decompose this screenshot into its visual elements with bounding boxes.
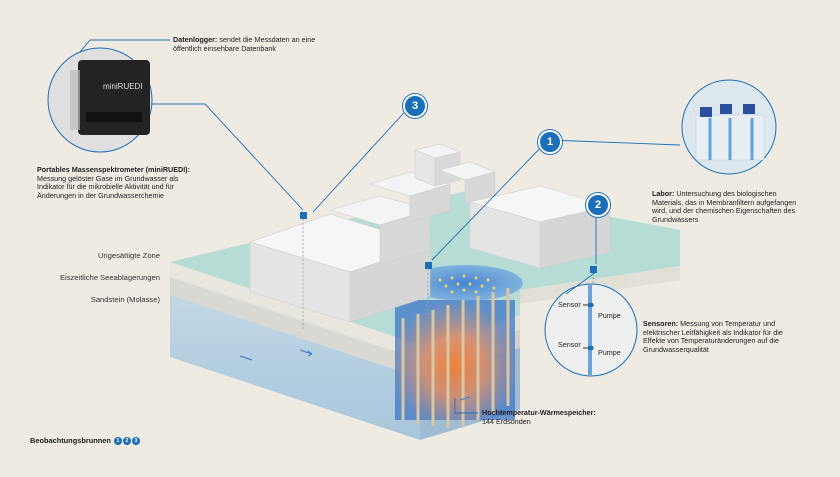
probe-tops <box>438 274 496 294</box>
badge-2: 2 <box>586 193 610 217</box>
buildings <box>249 143 611 323</box>
sensor-circle <box>544 283 638 377</box>
callout-sensoren-text: Messung von Temperatur und elektrischer … <box>643 319 783 354</box>
layer-unsaturated <box>170 262 420 360</box>
callout-labor: Labor: Untersuchung des biologischen Mat… <box>652 189 802 224</box>
callout-waermespeicher-text: 144 Erdsonden <box>482 416 531 426</box>
layer-label-unsaturated: Ungesättigte Zone <box>97 251 160 260</box>
callout-labor-text: Untersuchung des biologischen Materials,… <box>652 189 797 224</box>
callout-labor-title: Labor: <box>652 189 675 198</box>
callout-waermespeicher: Hochtemperatur-Wärmespeicher: 144 Erdson… <box>482 408 642 426</box>
callout-massenspektrometer: Portables Massenspektrometer (miniRUEDI)… <box>37 165 197 200</box>
callout-datenlogger: Datenlogger: sendet die Messdaten an ein… <box>173 35 338 53</box>
legend-label: Beobachtungsbrunnen <box>30 436 111 445</box>
callout-massenspektrometer-title: Portables Massenspektrometer (miniRUEDI)… <box>37 165 190 174</box>
well-2-cube <box>590 266 597 273</box>
pump-label-2: Pumpe <box>598 348 621 357</box>
callout-datenlogger-text: sendet die Messdaten an eine öffentlich … <box>173 35 316 53</box>
layer-label-sandstone: Sandstein (Molasse) <box>90 295 160 304</box>
pump-label-1: Pumpe <box>598 311 621 320</box>
lab-circle <box>681 79 777 175</box>
callout-sensoren: Sensoren: Messung von Temperatur und ele… <box>643 319 793 354</box>
borehole-probes <box>401 288 510 428</box>
legend-dot-1: 1 <box>113 437 122 446</box>
callout-sensoren-title: Sensoren: <box>643 319 679 328</box>
flow-arrows <box>239 349 471 401</box>
well-3 <box>300 212 307 219</box>
callout-datenlogger-title: Datenlogger: <box>173 35 218 44</box>
legend-dot-2: 2 <box>122 437 131 446</box>
layer-lake-sediment <box>170 277 420 378</box>
well-1-cube <box>425 262 432 269</box>
badge-1: 1 <box>538 130 562 154</box>
sensor-label-2: Sensor <box>558 340 581 349</box>
badge-3: 3 <box>403 94 427 118</box>
legend-dot-3: 3 <box>131 437 140 446</box>
callout-massenspektrometer-text: Messung gelöster Gase im Grundwasser als… <box>37 173 179 200</box>
device-circle <box>47 47 153 153</box>
layer-label-lake-sediment: Eiszeitliche Seeablagerungen <box>59 273 160 282</box>
callout-waermespeicher-title: Hochtemperatur-Wärmespeicher: <box>482 408 596 417</box>
sensor-label-1: Sensor <box>558 300 581 309</box>
device-label: miniRUEDI <box>103 82 143 91</box>
